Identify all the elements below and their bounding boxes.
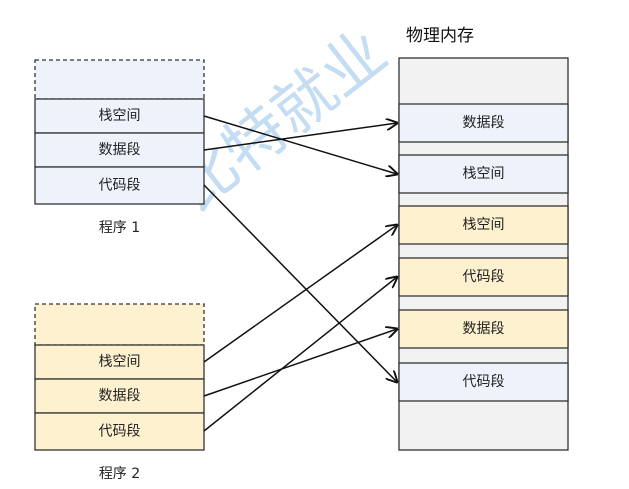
program1-segment-data-label: 数据段	[99, 142, 141, 158]
arrow-p2-code-to-block4	[203, 277, 397, 432]
program2-label: 程序 2	[99, 466, 140, 482]
memory-block-1-label: 数据段	[463, 115, 505, 131]
program2-header-free	[34, 303, 205, 346]
memory-block-5-label: 数据段	[463, 321, 505, 337]
program1-header-free	[34, 59, 205, 100]
program1-segment-data	[34, 132, 205, 168]
memory-block-3-label: 栈空间	[463, 217, 505, 233]
memory-block-5	[398, 309, 569, 349]
arrow-p1-code-to-block6	[203, 184, 397, 382]
program1-segment-stack	[34, 98, 205, 134]
arrow-p2-data-to-block5	[203, 329, 397, 397]
program2-segment-stack-label: 栈空间	[99, 354, 141, 370]
physical-memory-title: 物理内存	[406, 26, 474, 46]
program1-label: 程序 1	[99, 220, 140, 236]
program2-segment-code-label: 代码段	[99, 424, 141, 440]
program2-block: 栈空间 数据段 代码段 程序 2	[34, 303, 205, 482]
physical-memory: 物理内存 数据段 栈空间 栈空间 代码段 数据段 代码段	[398, 26, 569, 451]
program1-segment-code	[34, 166, 205, 205]
memory-block-6-label: 代码段	[463, 374, 505, 390]
program1-block: 栈空间 数据段 代码段 程序 1	[34, 59, 205, 236]
arrow-p1-data-to-block1	[203, 123, 397, 151]
program1-segment-code-label: 代码段	[99, 178, 141, 194]
arrow-p2-stack-to-block3	[203, 225, 397, 363]
program1-segment-stack-label: 栈空间	[99, 108, 141, 124]
memory-block-4-label: 代码段	[463, 269, 505, 285]
memory-block-2-label: 栈空间	[463, 166, 505, 182]
mapping-arrows	[203, 115, 397, 432]
program2-segment-data-label: 数据段	[99, 388, 141, 404]
program2-segment-code	[34, 412, 205, 451]
arrow-p1-stack-to-block2	[203, 115, 397, 174]
